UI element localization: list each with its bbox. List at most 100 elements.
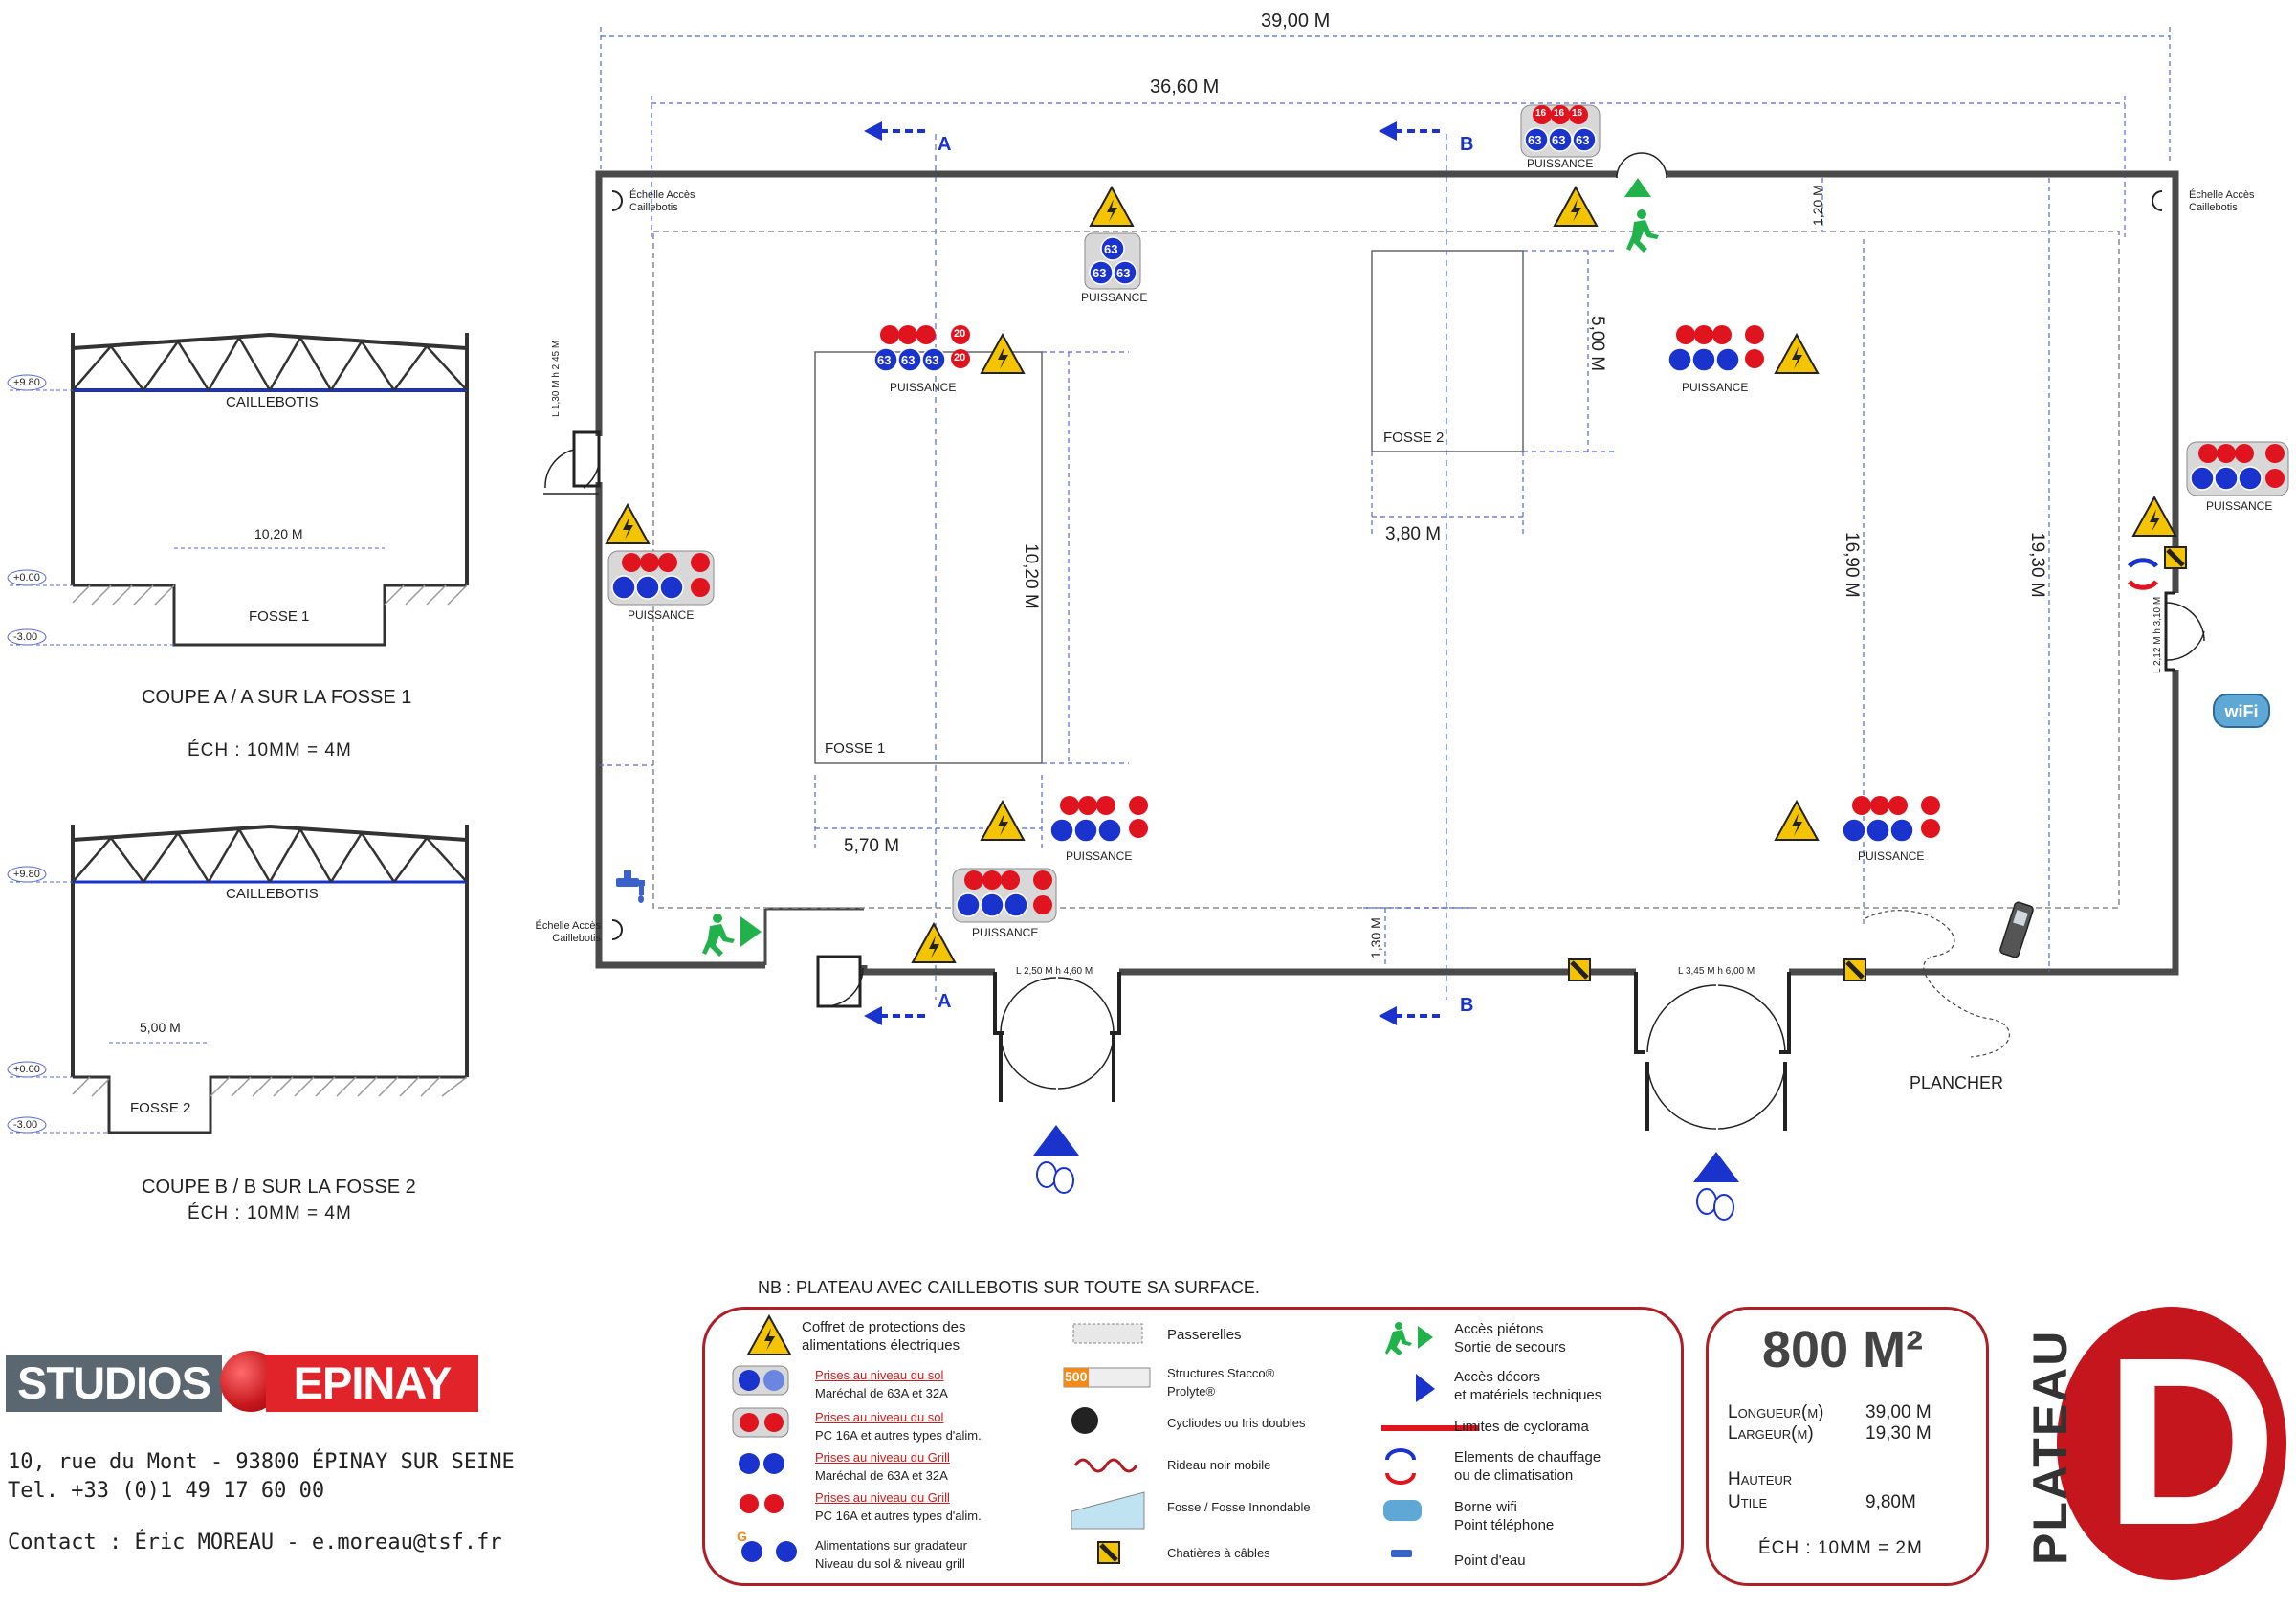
socket-cluster-top [1520, 104, 1601, 158]
socket-cluster-bottom [952, 868, 1057, 923]
door-left [543, 430, 601, 495]
puissance-label: PUISSANCE [1858, 849, 1925, 863]
level-top-b: +9.80 [13, 869, 40, 880]
echelle-label-bottom-left: Échelle Accès Caillebotis [535, 920, 601, 944]
dim-fosse2-h: 5,00 M [1587, 316, 1607, 372]
heating-icon [2127, 558, 2159, 590]
largeur-label: Largeur(m) [1728, 1423, 1814, 1443]
fosse1-section-dim: 10,20 M [254, 526, 303, 541]
section-label-b-bottom: B [1460, 995, 1474, 1016]
puissance-label: PUISSANCE [972, 926, 1039, 939]
socket-number: 63 [1116, 266, 1131, 280]
fosse2-section-dim: 5,00 M [140, 1020, 181, 1035]
puissance-label: PUISSANCE [1527, 157, 1594, 170]
socket-cluster-right [2186, 441, 2289, 496]
fosse-2 [1371, 250, 1524, 452]
info-box [1706, 1307, 1989, 1586]
socket-number: 63 [1576, 133, 1590, 147]
door-bottom2-label: L 3,45 M h 6,00 M [1678, 966, 1755, 977]
walls [595, 170, 2179, 976]
svg-text:wiFi: wiFi [2224, 702, 2259, 721]
section-label-a-bottom: A [938, 991, 952, 1012]
fosse1-section-label: FOSSE 1 [249, 608, 310, 625]
nb-note: NB : PLATEAU AVEC CAILLEBOTIS SUR TOUTE … [758, 1278, 1260, 1297]
top-dimensions [600, 27, 2171, 237]
section-label-a-top: A [938, 134, 952, 155]
door-bottom1-label: L 2,50 M h 4,60 M [1016, 966, 1093, 977]
puissance-label: PUISSANCE [890, 381, 957, 394]
dim-fosse1-h: 10,20 M [1021, 543, 1041, 609]
puissance-label: PUISSANCE [1682, 381, 1749, 394]
fosse-1-label: FOSSE 1 [825, 740, 886, 757]
socket-number: 16 [1535, 108, 1547, 119]
fosse-2-label: FOSSE 2 [1383, 430, 1445, 446]
info-scale: ÉCH : 10MM = 2M [1758, 1538, 1923, 1558]
plateau-d-badge: D [2057, 1307, 2286, 1580]
dim-inner: 36,60 M [1150, 77, 1220, 98]
plateau-letter: D [2104, 1308, 2278, 1575]
plateau-label: PLATEAU [2023, 1329, 2077, 1565]
contact: Contact : Éric MOREAU - e.moreau@tsf.fr [8, 1531, 502, 1554]
section-lines [935, 134, 1447, 1000]
hauteur-value: 9,80M [1866, 1492, 1916, 1512]
water-icon [616, 870, 645, 903]
door-bottom-1 [993, 972, 1121, 1102]
puissance-label: PUISSANCE [2206, 499, 2273, 513]
cable-chatiere-icon [1568, 546, 2187, 981]
socket-cluster-bottom-center [1049, 796, 1148, 843]
inner-dimensions [599, 178, 2050, 972]
area: 800 M² [1762, 1321, 1924, 1378]
socket-number: 63 [1528, 133, 1542, 147]
door-top [1616, 152, 1667, 179]
echelle-label-top-right: Échelle Accès Caillebotis [2189, 189, 2255, 213]
ladder-icon [611, 190, 2163, 940]
exit-icon [702, 178, 1659, 957]
section-drawing-b [10, 824, 469, 1134]
logo-epinay: EPINAY [266, 1355, 478, 1412]
door-right [2164, 591, 2205, 672]
coupe-a-title: COUPE A / A SUR LA FOSSE 1 [142, 687, 412, 708]
legend-eau: Point d'eau [1454, 1553, 1526, 1569]
level-zero-b: +0.00 [13, 1064, 40, 1075]
puissance-label: PUISSANCE [1066, 849, 1133, 863]
address: 10, rue du Mont - 93800 ÉPINAY SUR SEINE [8, 1450, 515, 1474]
legend-icons [732, 1315, 1479, 1564]
longueur-value: 39,00 M [1866, 1402, 1932, 1422]
door-left-label: L 1,30 M h 2,45 M [551, 340, 562, 417]
caillebotis-label-b: CAILLEBOTIS [226, 886, 319, 902]
socket-cluster-bottom-right [1842, 796, 1940, 843]
dim-120: 1,20 M [1810, 185, 1825, 226]
plancher-curve [1865, 910, 2011, 1058]
socket-number: 20 [954, 352, 966, 363]
socket-number: 63 [1093, 266, 1107, 280]
phone-icon [1999, 901, 2034, 958]
socket-cluster-fosse2 [1667, 325, 1764, 372]
socket-number: 63 [1552, 133, 1566, 147]
section-label-b-top: B [1460, 134, 1474, 155]
dim-130: 1,30 M [1368, 917, 1383, 958]
dim-1930: 19,30 M [2027, 532, 2047, 598]
logo-studios: STUDIOS [6, 1355, 222, 1412]
level-bottom-a: -3.00 [13, 631, 38, 643]
fosse-1 [814, 351, 1043, 764]
fosse2-section-label: FOSSE 2 [130, 1100, 191, 1116]
coupe-b-title: COUPE B / B SUR LA FOSSE 2 [142, 1177, 416, 1198]
socket-number: 63 [1104, 242, 1118, 256]
coupe-a-scale: ÉCH : 10MM = 4M [188, 740, 352, 760]
longueur-label: Longueur(m) [1728, 1402, 1824, 1422]
socket-cluster-top-center [1084, 232, 1141, 290]
level-top-a: +9.80 [13, 377, 40, 388]
section-drawing-a [10, 332, 469, 647]
socket-number: 63 [901, 353, 916, 367]
level-bottom-b: -3.00 [13, 1119, 38, 1131]
utile-label: Utile [1728, 1492, 1768, 1512]
level-zero-a: +0.00 [13, 572, 40, 584]
socket-number: 16 [1554, 108, 1565, 119]
socket-number: 63 [877, 353, 892, 367]
